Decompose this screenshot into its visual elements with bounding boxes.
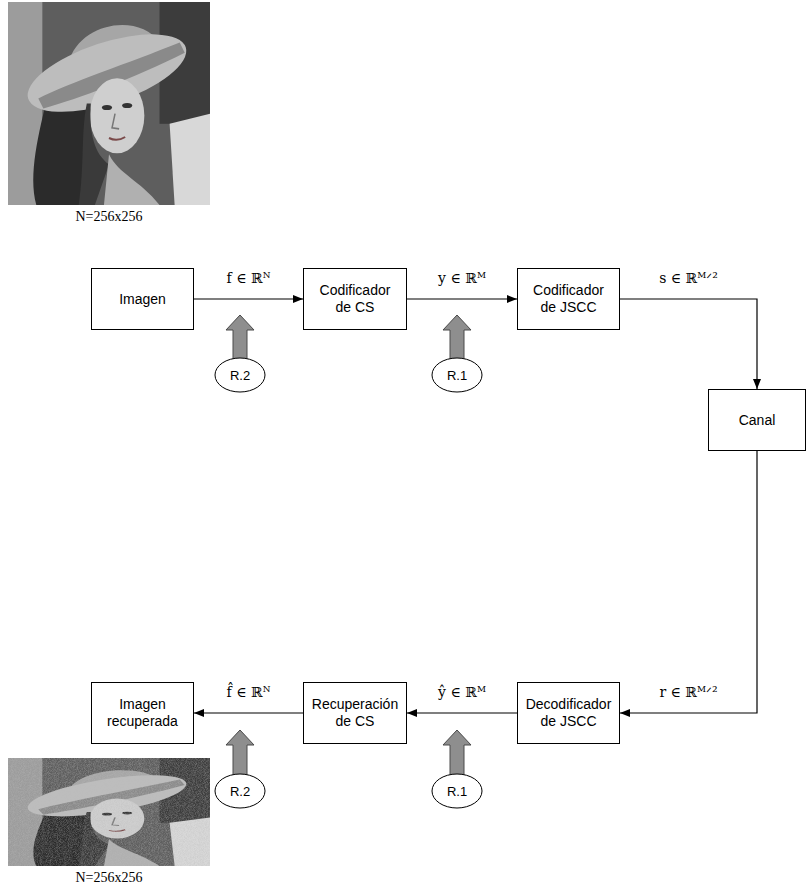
block-label: Codificador de JSCC	[525, 282, 613, 316]
signal-label: ŷ ∈ ℝᴹ	[436, 683, 488, 701]
portrait-figure	[8, 758, 210, 866]
image-size-caption: N=256x256	[8, 870, 210, 886]
gray-arrow	[226, 730, 254, 775]
reference-label: R.1	[447, 367, 467, 384]
signal-arrow	[194, 712, 303, 713]
process-box: Imagen recuperada	[91, 682, 194, 744]
block-label: Codificador de CS	[311, 282, 399, 316]
noise-overlay	[8, 758, 210, 866]
ellipse-shape	[215, 774, 265, 808]
reference-ellipse: R.1	[431, 357, 483, 393]
signal-arrow	[620, 451, 757, 713]
reference-ellipse: R.2	[214, 357, 266, 393]
image-size-caption: N=256x256	[8, 209, 210, 225]
signal-arrow	[620, 299, 757, 389]
gray-arrow	[443, 730, 471, 775]
ellipse-shape	[432, 774, 482, 808]
block-label: Imagen	[99, 291, 187, 308]
signal-label: r ∈ ℝᴹᐟ²	[657, 683, 719, 701]
reference-arrows	[226, 315, 471, 775]
process-box: Imagen	[91, 268, 194, 330]
signal-label: s ∈ ℝᴹᐟ²	[657, 269, 720, 287]
process-box: Codificador de CS	[303, 268, 407, 330]
signal-label: y ∈ ℝᴹ	[436, 269, 488, 287]
portrait-figure	[8, 2, 210, 205]
reference-label: R.2	[230, 783, 250, 800]
process-box: Decodificador de JSCC	[517, 682, 620, 744]
ellipse-shape	[215, 358, 265, 392]
process-box: Recuperación de CS	[303, 682, 407, 744]
block-label: Imagen recuperada	[99, 696, 187, 730]
original-photo	[8, 2, 210, 205]
block-label: Recuperación de CS	[311, 696, 399, 730]
reference-label: R.2	[230, 367, 250, 384]
reference-ellipse: R.1	[431, 773, 483, 809]
signal-arrow	[407, 298, 517, 299]
signal-arrow	[407, 712, 517, 713]
block-label: Decodificador de JSCC	[525, 696, 613, 730]
block-label: Canal	[713, 412, 801, 429]
ellipse-shape	[432, 358, 482, 392]
process-box: Codificador de JSCC	[517, 268, 620, 330]
reference-label: R.1	[447, 783, 467, 800]
recovered-photo	[8, 758, 210, 866]
reference-ellipse: R.2	[214, 773, 266, 809]
signal-arrow	[194, 298, 303, 299]
connector-group	[194, 299, 757, 713]
gray-arrow	[443, 315, 471, 359]
gray-arrow	[226, 315, 254, 359]
process-box: Canal	[708, 389, 806, 451]
signal-label: f̂ ∈ ℝᴺ	[225, 683, 273, 701]
signal-label: f ∈ ℝᴺ	[225, 269, 273, 287]
